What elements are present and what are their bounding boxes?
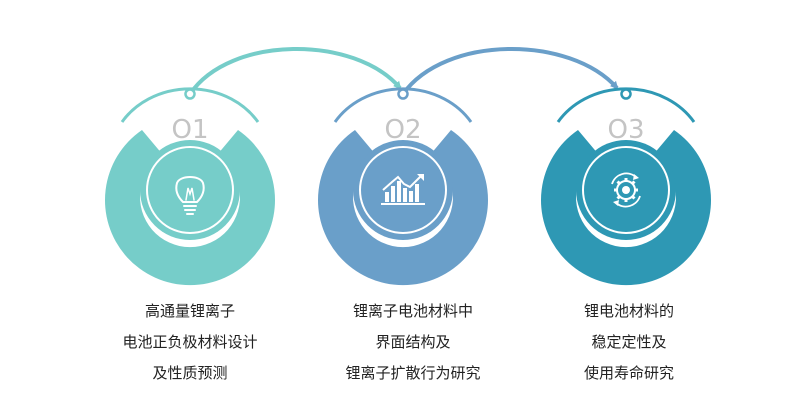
step-2-inner-ring — [359, 146, 447, 234]
step-3-number: O3 — [607, 115, 644, 145]
step-1-caption-line-1: 高通量锂离子 — [144, 302, 235, 320]
step-3-caption-line-1: 锂电池材料的 — [583, 302, 674, 320]
cycle-gear-icon — [611, 172, 641, 208]
step-1: O1 — [104, 87, 275, 286]
step-2-caption: 锂离子电池材料中 界面结构及 锂离子扩散行为研究 — [293, 296, 533, 389]
step-1-number: O1 — [171, 115, 208, 145]
step-3-top-dot — [620, 88, 632, 100]
step-2-caption-line-3: 锂离子扩散行为研究 — [345, 364, 481, 382]
step-1-caption-line-3: 及性质预测 — [152, 364, 228, 382]
step-3-inner-ring — [582, 146, 670, 234]
step-1-inner-ring — [146, 146, 234, 234]
connector-arrow-1-to-2 — [188, 47, 402, 96]
step-1-disc — [140, 140, 240, 240]
step-1-caption: 高通量锂离子 电池正负极材料设计 及性质预测 — [70, 296, 310, 389]
step-2-top-dot — [397, 88, 409, 100]
step-2: O2 — [318, 87, 488, 286]
bar-chart-trend-icon — [381, 174, 425, 205]
connector-arrow-2-to-3 — [401, 47, 619, 96]
step-3-caption-line-3: 使用寿命研究 — [583, 364, 674, 382]
step-1-caption-line-2: 电池正负极材料设计 — [122, 333, 258, 351]
lightbulb-icon — [175, 176, 205, 215]
step-2-caption-line-2: 界面结构及 — [375, 333, 451, 351]
step-3-caption-line-2: 稳定定性及 — [591, 333, 667, 351]
step-2-number: O2 — [384, 115, 421, 145]
step-1-top-dot — [184, 88, 196, 100]
step-3-caption: 锂电池材料的 稳定定性及 使用寿命研究 — [509, 296, 749, 389]
step-2-caption-line-1: 锂离子电池材料中 — [352, 302, 473, 320]
step-3: O3 — [541, 87, 712, 286]
